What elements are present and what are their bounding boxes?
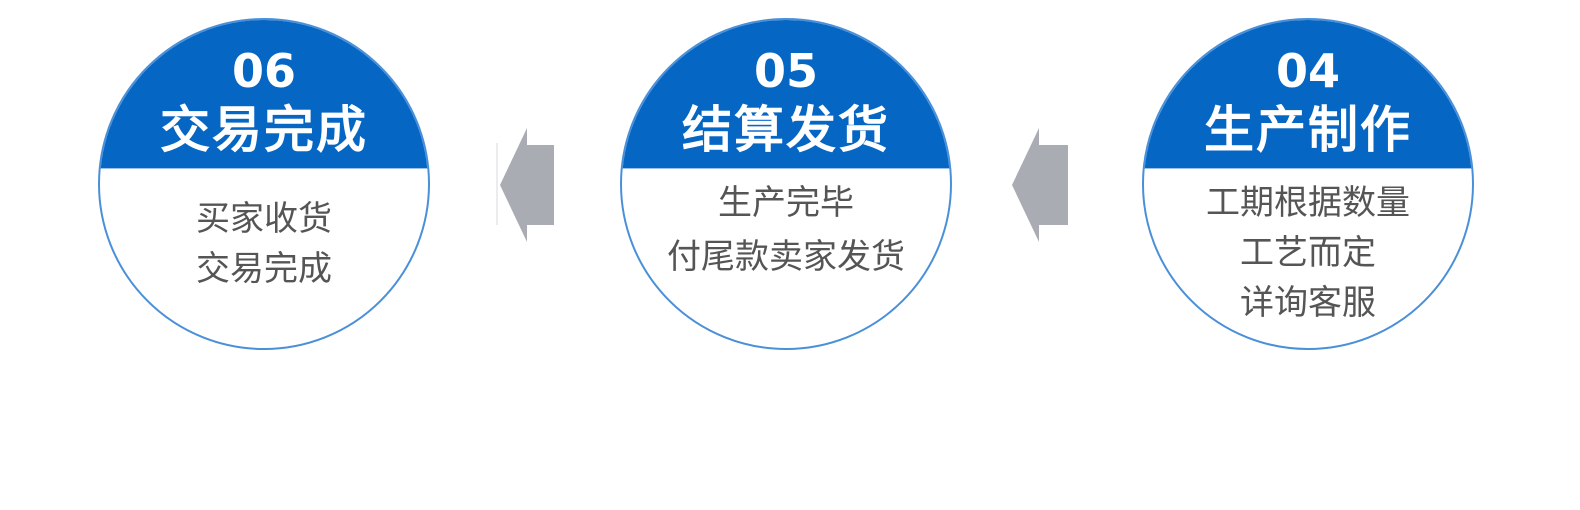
step-title: 交易完成 — [160, 101, 368, 159]
step-number: 06 — [231, 44, 296, 98]
step-header-band — [622, 20, 950, 169]
step-description-line: 工期根据数量 — [1206, 183, 1410, 223]
arrow-left-icon — [496, 128, 554, 242]
step-number: 05 — [753, 44, 818, 98]
step-description-line: 买家收货 — [196, 199, 332, 239]
step-description-line: 工艺而定 — [1240, 233, 1376, 273]
arrow-left-icon — [1012, 128, 1068, 242]
step-title: 生产制作 — [1204, 101, 1412, 159]
step-title: 结算发货 — [682, 101, 890, 159]
step-header-band — [100, 20, 428, 169]
step-circle-06: 06 交易完成 买家收货 交易完成 — [98, 18, 430, 350]
step-circle-04: 04 生产制作 工期根据数量 工艺而定 详询客服 — [1142, 18, 1474, 350]
step-number: 04 — [1275, 44, 1340, 98]
step-description-line: 生产完毕 — [718, 183, 854, 223]
step-header-band — [1144, 20, 1472, 169]
step-description-line: 付尾款卖家发货 — [667, 237, 905, 277]
step-description-line: 详询客服 — [1240, 283, 1376, 323]
step-circle-05: 05 结算发货 生产完毕 付尾款卖家发货 — [620, 18, 952, 350]
step-description-line: 交易完成 — [196, 249, 332, 289]
